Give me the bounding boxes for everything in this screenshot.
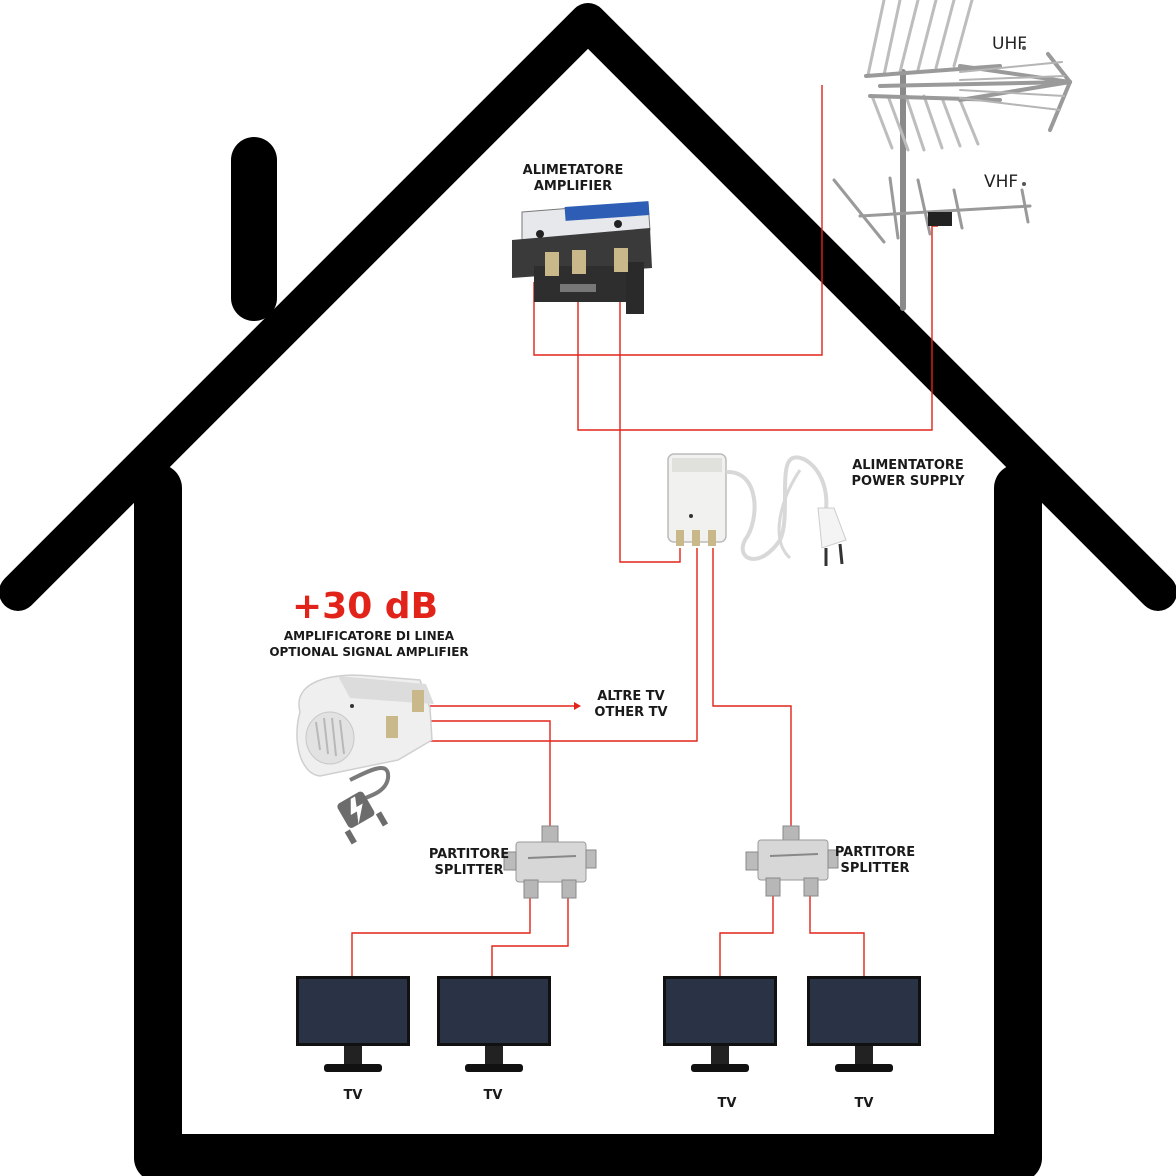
splitter-right-label: PARTITORE SPLITTER [830,845,920,877]
house-outline [0,3,1176,1176]
splitter-left-icon [503,825,597,899]
tv-label-2: TV [483,1088,503,1103]
tv-icon-2 [437,976,551,1072]
tv-icon-3 [663,976,777,1072]
cable-right-splitter-tv4 [809,895,865,978]
gain-label: +30 dB [292,586,439,627]
other-tv-label: ALTRE TV OTHER TV [586,689,676,721]
power-supply-label-line2: POWER SUPPLY [851,474,965,489]
splitter-right-icon [745,825,839,897]
line-amplifier-icon [296,674,434,845]
power-supply-label: ALIMENTATORE POWER SUPPLY [838,458,978,490]
tv-icon-1 [296,976,410,1072]
splitter-right-label-line2: SPLITTER [840,861,910,876]
plug-bolt-icon [337,791,389,845]
cable-psu-to-right-splitter [712,548,792,826]
mast-amplifier-icon [512,201,652,314]
uhf-antenna-point [1022,46,1026,50]
power-supply-icon [667,453,847,566]
cable-left-splitter-tv1 [351,895,531,978]
cable-psu-to-line-amp [398,548,698,742]
other-tv-arrow-icon [574,702,581,710]
line-amplifier-label: AMPLIFICATORE DI LINEA OPTIONAL SIGNAL A… [258,628,480,660]
cable-left-splitter-tv2 [491,895,569,978]
tv-label-3: TV [717,1096,737,1111]
splitter-left-label-line1: PARTITORE [428,847,510,862]
antenna-icon [832,0,1073,311]
splitter-left-label: PARTITORE SPLITTER [424,847,514,879]
cable-line-amp-to-left-splitter [410,720,551,826]
tv-icon-4 [807,976,921,1072]
vhf-label: VHF [984,172,1019,192]
other-tv-label-line1: ALTRE TV [597,689,665,704]
cable-amp-to-psu [619,282,681,563]
mast-amplifier-label-line2: AMPLIFIER [533,179,613,194]
tv-label-4: TV [854,1096,874,1111]
mast-amplifier-label-line1: ALIMETATORE [522,163,624,178]
uhf-label: UHF [992,34,1028,54]
cable-right-splitter-tv3 [719,895,774,978]
splitter-left-label-line2: SPLITTER [434,863,504,878]
cable-network [351,85,938,978]
other-tv-label-line2: OTHER TV [594,705,668,720]
cable-uhf-to-amp [533,85,823,356]
splitter-right-label-line1: PARTITORE [834,845,916,860]
line-amplifier-label-line2: OPTIONAL SIGNAL AMPLIFIER [269,645,469,659]
power-supply-label-line1: ALIMENTATORE [852,458,964,473]
line-amplifier-label-line1: AMPLIFICATORE DI LINEA [283,629,455,643]
mast-amplifier-label: ALIMETATORE AMPLIFIER [503,163,643,195]
vhf-antenna-point [1022,182,1026,186]
tv-label-1: TV [343,1088,363,1103]
